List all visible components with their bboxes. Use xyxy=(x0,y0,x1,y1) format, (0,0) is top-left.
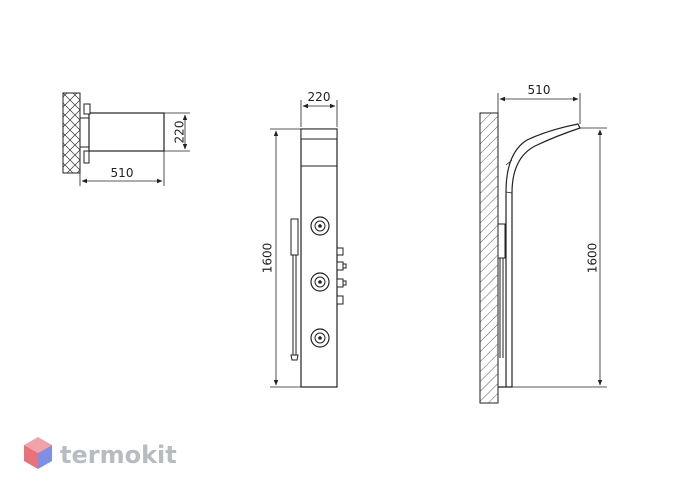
top-view-fitting-lower xyxy=(83,150,90,164)
top-view-wall xyxy=(62,92,81,174)
side-view-wall xyxy=(479,112,499,404)
top-view-depth-label: 220 xyxy=(173,121,187,144)
body-jet-icon xyxy=(310,272,330,292)
side-view-panel-profile xyxy=(498,123,581,388)
front-view-panel-head xyxy=(300,128,338,140)
termokit-logo: termokit xyxy=(24,437,177,469)
side-view-projection-label: 510 xyxy=(528,83,551,97)
top-view: 220 510 xyxy=(62,92,190,186)
top-view-width-label: 510 xyxy=(111,166,134,180)
body-jet-icon xyxy=(310,216,330,236)
watermark-text: termokit xyxy=(60,441,177,469)
cube-logo-icon xyxy=(24,437,52,469)
body-jet-icon xyxy=(310,328,330,348)
side-hand-shower-rail xyxy=(497,223,506,358)
top-view-panel xyxy=(88,112,165,152)
front-view: 220 xyxy=(261,90,347,388)
side-view: 510 1600 xyxy=(479,83,607,404)
front-view-width-label: 220 xyxy=(308,90,331,104)
front-view-height-label: 1600 xyxy=(261,243,275,274)
side-view-height-label: 1600 xyxy=(586,243,600,274)
front-view-panel xyxy=(300,128,338,388)
mixer-handle-icon xyxy=(336,247,347,305)
top-view-fitting xyxy=(83,103,91,115)
hand-shower-rail xyxy=(290,218,299,361)
